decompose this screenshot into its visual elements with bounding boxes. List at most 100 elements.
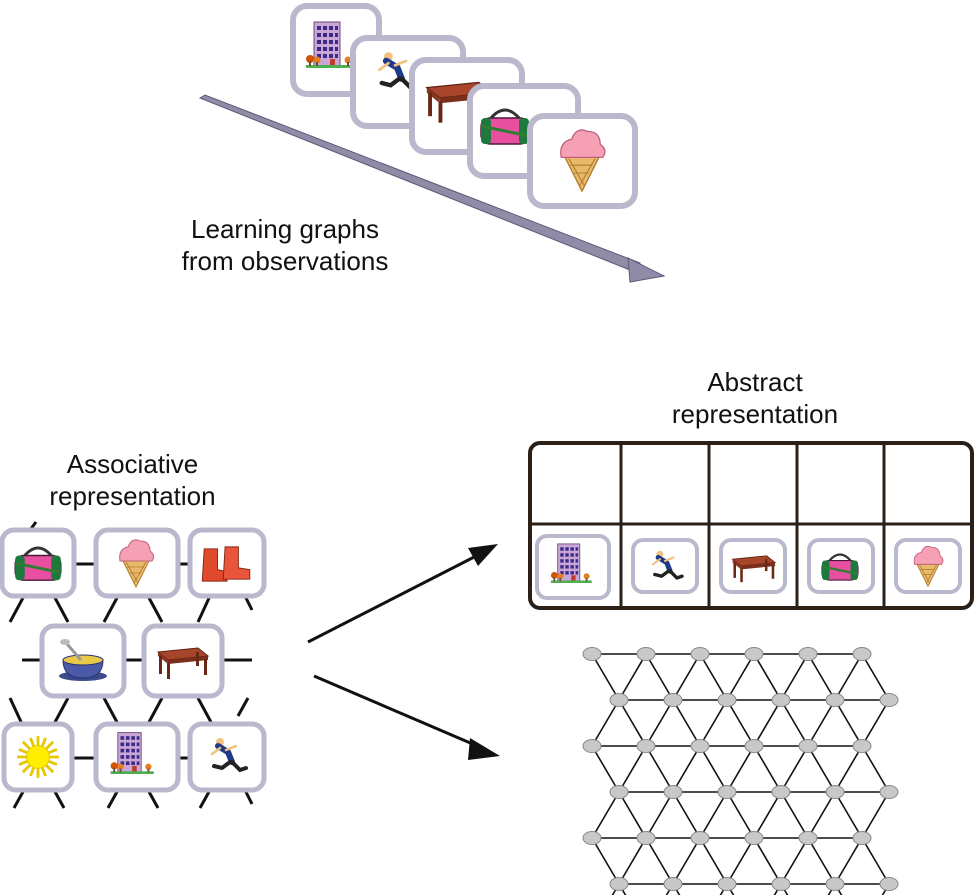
lattice-edge <box>834 699 863 747</box>
lattice-node <box>798 739 818 753</box>
lattice-node <box>663 785 683 799</box>
lattice-node <box>852 647 872 661</box>
lattice-node <box>771 693 791 707</box>
lattice-edge <box>861 791 890 839</box>
lattice-edge <box>645 791 674 839</box>
abstract-cell-ice-cream <box>894 538 962 594</box>
lattice-node <box>744 831 764 845</box>
abstract-title: Abstract representation <box>620 366 890 430</box>
lattice-edge <box>699 745 728 793</box>
lattice-edge <box>834 653 863 701</box>
lattice-edge <box>672 837 701 885</box>
lattice-edge <box>726 883 735 895</box>
lattice-node <box>636 647 656 661</box>
lattice-node <box>798 647 818 661</box>
lattice-node <box>879 877 899 891</box>
lattice-node <box>717 785 737 799</box>
lattice-edge <box>753 653 782 701</box>
lattice-edge <box>719 883 728 895</box>
lattice-node <box>690 739 710 753</box>
lattice-edge <box>645 699 674 747</box>
associative-title-line-2: representation <box>49 481 216 511</box>
lattice-edge <box>881 883 890 895</box>
lattice-edge <box>827 883 836 895</box>
associative-title: Associative representation <box>0 448 265 512</box>
lattice-node <box>636 739 656 753</box>
lattice-edge <box>753 791 782 839</box>
lattice-edge <box>807 791 836 839</box>
abstract-cell-table <box>719 538 787 594</box>
lattice-edge <box>807 699 836 747</box>
lattice-node <box>663 693 683 707</box>
lattice-edge <box>780 745 809 793</box>
associative-node-sun <box>1 721 75 793</box>
lattice-node <box>744 647 764 661</box>
lattice-node <box>879 785 899 799</box>
observation-caption-line-1: Learning graphs <box>191 214 379 244</box>
associative-node-ice-cream <box>93 527 181 599</box>
lattice-edge <box>780 883 789 895</box>
lattice-node <box>852 831 872 845</box>
lattice-node <box>690 647 710 661</box>
lattice-node <box>771 785 791 799</box>
lattice-edge <box>618 745 647 793</box>
lattice-edge <box>807 745 836 793</box>
lattice-edge <box>773 883 782 895</box>
lattice-edge <box>672 883 681 895</box>
associative-node-boots <box>187 527 267 599</box>
associative-edges <box>8 521 254 809</box>
lattice-edge <box>861 653 890 701</box>
abstract-title-line-2: representation <box>671 399 839 429</box>
lattice-node <box>717 693 737 707</box>
lattice-edge <box>726 791 755 839</box>
lattice-edge <box>672 699 701 747</box>
abstract-cell-building <box>535 534 611 600</box>
lattice-edge <box>807 653 836 701</box>
lattice-edge <box>699 791 728 839</box>
associative-node-table <box>141 623 225 699</box>
lattice-edge <box>672 745 701 793</box>
lattice-node <box>609 693 629 707</box>
lattice-edge <box>861 745 890 793</box>
lattice-edge <box>591 699 620 747</box>
lattice-edge <box>699 699 728 747</box>
associative-node-runner <box>187 721 267 793</box>
lattice-edge <box>861 837 890 885</box>
associative-title-line-1: Associative <box>66 449 199 479</box>
lattice-edge <box>834 883 843 895</box>
lattice-edge <box>726 653 755 701</box>
lattice-node <box>825 693 845 707</box>
lattice-node <box>798 831 818 845</box>
lattice-edge <box>618 883 627 895</box>
lattice-edge <box>753 837 782 885</box>
observation-caption-line-2: from observations <box>181 246 389 276</box>
lattice-edge <box>780 791 809 839</box>
lattice-node <box>744 739 764 753</box>
lattice-edge <box>699 837 728 885</box>
lattice-edge <box>699 653 728 701</box>
lattice-edge <box>591 745 620 793</box>
lattice-edge <box>618 653 647 701</box>
observation-arrow <box>198 94 642 271</box>
associative-node-bag <box>0 527 77 599</box>
lattice-edge <box>780 653 809 701</box>
lattice-edge <box>780 699 809 747</box>
lattice-edge <box>591 837 620 885</box>
lattice-edge <box>618 791 647 839</box>
sun-icon <box>15 734 61 780</box>
observation-arrowhead <box>627 257 666 283</box>
lattice-edge <box>645 745 674 793</box>
lattice-node <box>879 693 899 707</box>
abstract-title-line-1: Abstract <box>707 367 803 397</box>
lattice-edge <box>618 837 647 885</box>
associative-node-building <box>93 721 181 793</box>
lattice-node <box>636 831 656 845</box>
lattice-node <box>825 877 845 891</box>
lattice-node <box>852 739 872 753</box>
lattice-edge <box>672 653 701 701</box>
lattice-edge <box>591 791 620 839</box>
arrow-to-abstract <box>307 544 498 644</box>
lattice-edge <box>645 653 674 701</box>
lattice-edge <box>591 653 620 701</box>
